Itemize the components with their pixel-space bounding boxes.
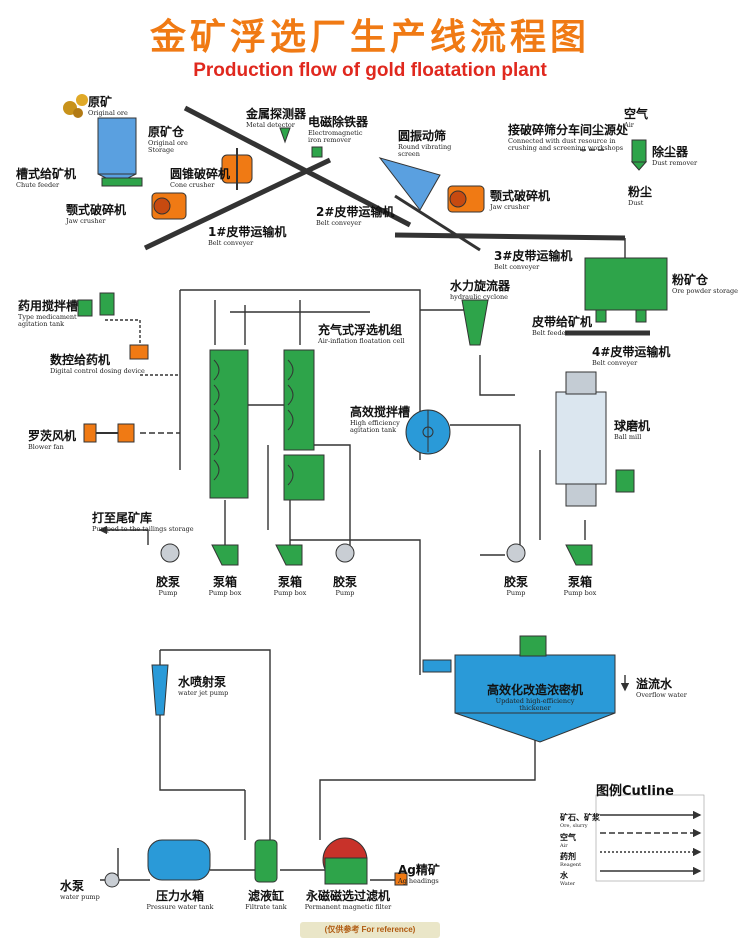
metal-detector-icon [279,127,291,144]
ball-mill-icon [555,371,635,507]
footer-note: (仅供参考 For reference) [300,922,440,938]
jet-pump-icon [151,664,169,716]
thickener-icon [422,635,616,743]
jaw-crusher-icon [151,192,187,220]
medicament-tank-icon [77,299,93,317]
dust-remover-icon [630,139,648,171]
chute-feeder-icon [101,177,143,187]
pump-box-2-icon [275,544,303,566]
agitation-tank-icon [405,409,451,455]
cyclone-icon [461,299,489,346]
legend-title: 图例Cutline [596,784,674,799]
pump-3-icon [506,543,526,563]
filtrate-tank-icon [254,839,278,883]
iron-remover-icon [311,146,323,158]
pump-2-icon [335,543,355,563]
water-pump-icon [104,872,120,888]
magnetic-filter-icon [322,837,368,885]
ag-product-icon [394,872,408,886]
powder-bin-icon [584,257,668,311]
ore-bin-icon [97,117,137,175]
cone-crusher-icon [221,148,253,190]
pump-box-3-icon [565,544,593,566]
page-title: 金矿浮选厂生产线流程图 [149,17,590,58]
dosing-device-icon [129,344,149,360]
pump-icon [160,543,180,563]
pressure-tank-icon [147,839,211,881]
pump-box-icon [211,544,239,566]
vibrating-screen-icon [378,157,441,211]
raw-ore-icon [63,94,88,118]
blower-icon [83,423,135,443]
flotation-cell-icon [209,349,325,501]
page-subtitle: Production flow of gold floatation plant [193,60,547,81]
jaw-crusher-2-icon [447,185,485,213]
